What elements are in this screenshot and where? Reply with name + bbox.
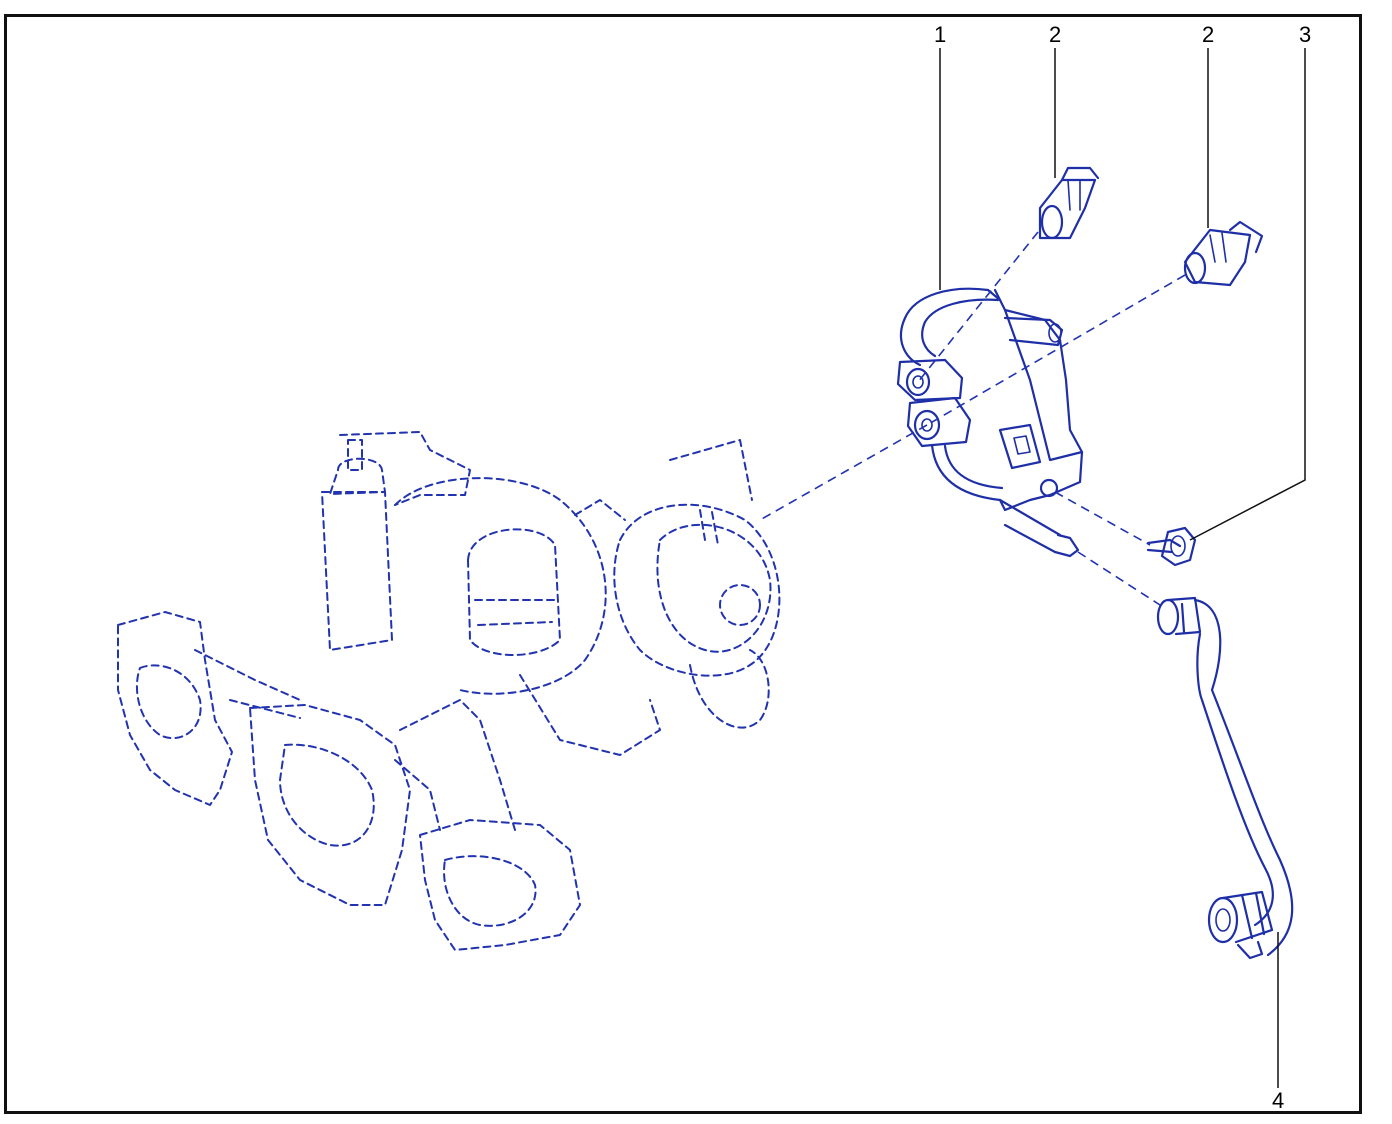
turbocharger-manifold-assembly xyxy=(117,431,781,951)
callout-2-lower: 2 xyxy=(1202,22,1214,47)
oil-return-hose xyxy=(1156,596,1294,960)
callout-1: 1 xyxy=(934,22,946,47)
banjo-bolt-upper xyxy=(1038,166,1100,240)
callout-3: 3 xyxy=(1299,22,1311,47)
diagram-frame xyxy=(4,14,1362,1114)
oil-feed-pipe xyxy=(896,287,1084,558)
banjo-bolt-lower xyxy=(1183,220,1264,287)
callout-labels: 1 2 2 3 4 xyxy=(934,22,1311,1113)
callout-2-upper: 2 xyxy=(1049,22,1061,47)
assembly-centerlines xyxy=(759,231,1186,606)
bracket-bolt xyxy=(1146,526,1197,567)
callout-leaders xyxy=(939,48,1306,1088)
callout-4: 4 xyxy=(1272,1088,1284,1113)
